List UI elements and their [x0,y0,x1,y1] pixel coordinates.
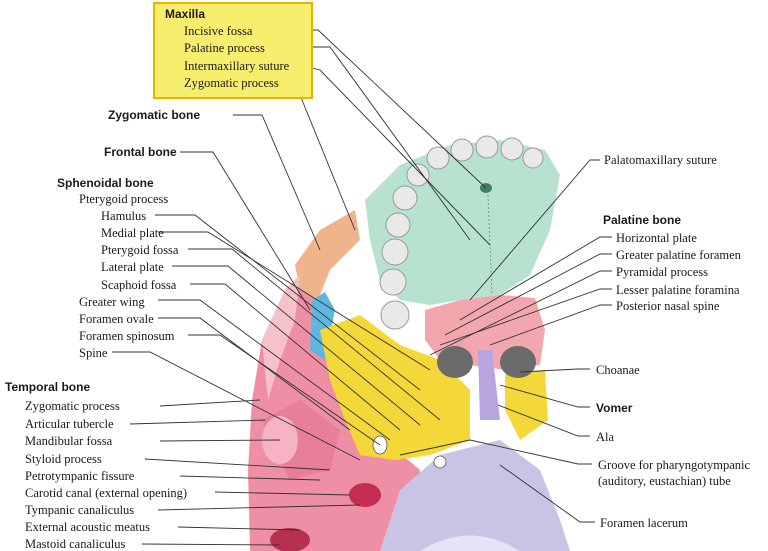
sphenoid-right [505,370,548,440]
leader-horizontal-plate [459,236,612,321]
label-palatomaxillary-suture: Palatomaxillary suture [604,153,717,167]
label-scaphoid-fossa: Scaphoid fossa [101,278,177,292]
label-foramen-ovale: Foramen ovale [79,312,154,326]
choana-right [500,346,536,378]
zygomatic-bone-shape [295,210,360,300]
temporal-bone-shape [248,275,430,551]
leader-posterior-nasal-spine [489,304,612,346]
leader-vomer [499,384,590,408]
label-foramen-lacerum: Foramen lacerum [600,516,688,530]
label-pterygoid-fossa: Pterygoid fossa [101,243,179,257]
label-hamulus: Hamulus [101,209,147,223]
maxilla-highlight-box [153,2,313,99]
label-medial-plate: Medial plate [101,226,164,240]
leader-styloid-process [144,458,331,471]
leader-pyramidal-process [429,270,612,356]
leader-carotid-canal [214,491,351,496]
leader-intermaxillary-suture [304,65,491,246]
leader-foramen-lacerum [499,464,595,523]
label-carotid-canal: Carotid canal (external opening) [25,486,188,500]
leader-zygomatic-process-temp [159,399,261,407]
leader-scaphoid-fossa [158,299,391,441]
frontal-bone-shape [262,275,300,400]
intermaxillary-suture-line [487,194,493,296]
leader-groove [399,439,592,465]
label-petrotympanic-fissure: Petrotympanic fissure [25,469,135,483]
choana-left [437,346,473,378]
leader-greater-palatine-foramen [444,253,612,336]
label-foramen-spinosum: Foramen spinosum [79,329,175,343]
label-groove-pharyngotympanic-2: (auditory, eustachian) tube [598,474,731,488]
leader-lateral-plate [190,283,401,431]
leader-pterygoid-process [155,214,421,391]
foramen-lacerum-shape [433,455,447,469]
label-lateral-plate: Lateral plate [101,260,164,274]
leader-greater-wing [158,317,351,431]
label-spine: Spine [79,346,108,360]
label-pterygoid-process: Pterygoid process [79,192,169,206]
label-zygomatic-process-temporal: Zygomatic process [25,399,120,413]
vomer-shape [478,350,500,420]
leader-tympanic-canaliculus [157,504,361,511]
label-mandibular-fossa: Mandibular fossa [25,434,113,448]
leader-choanae [519,368,590,373]
occipital-bone-shape [380,440,570,551]
foramen-magnum-edge [420,535,520,551]
leader-lesser-palatine-foramina [439,288,612,346]
carotid-canal-shape [349,483,381,507]
sphenoid-bone-shape [320,315,470,460]
leader-zygomatic-process-max [293,81,356,231]
label-incisive-fossa: Incisive fossa [184,24,253,38]
label-choanae: Choanae [596,363,640,377]
leader-hamulus [158,231,431,371]
group-zygomatic-bone: Zygomatic bone [108,108,201,122]
label-palatine-process: Palatine process [184,41,265,55]
acoustic-meatus-shape [270,528,310,551]
leader-pterygoid-fossa [172,265,421,426]
leader-mastoid-canaliculus [141,543,281,546]
group-temporal-bone: Temporal bone [5,380,91,394]
leader-petrotympanic-fissure [179,475,321,481]
leader-foramen-spinosum [112,351,361,461]
leader-palatomaxillary-suture [469,159,600,301]
label-styloid-process: Styloid process [25,452,102,466]
label-ala: Ala [596,430,615,444]
label-greater-wing: Greater wing [79,295,145,309]
label-mastoid-canaliculus: Mastoid canaliculus [25,537,126,551]
group-frontal-bone: Frontal bone [104,145,177,159]
leader-ala [497,404,590,437]
leader-medial-plate [188,248,441,421]
label-articular-tubercle: Articular tubercle [25,417,114,431]
group-sphenoidal-bone: Sphenoidal bone [57,176,154,190]
label-external-acoustic-meatus: External acoustic meatus [25,520,150,534]
label-posterior-nasal-spine: Posterior nasal spine [616,299,720,313]
group-palatine-bone: Palatine bone [603,213,682,227]
leader-mandibular-fossa [159,439,281,442]
leader-articular-tubercle [129,419,266,425]
label-zygomatic-process-maxilla: Zygomatic process [184,76,279,90]
teeth-row [379,135,544,330]
leader-foramen-ovale [188,334,381,446]
group-maxilla: Maxilla [165,7,206,21]
leader-frontal-bone [180,151,311,311]
label-greater-palatine-foramen: Greater palatine foramen [616,248,741,262]
label-horizontal-plate: Horizontal plate [616,231,697,245]
label-intermaxillary-suture: Intermaxillary suture [184,59,290,73]
label-tympanic-canaliculus: Tympanic canaliculus [25,503,135,517]
label-pyramidal-process: Pyramidal process [616,265,708,279]
leader-zygomatic-bone [233,114,321,251]
label-lesser-palatine-foramina: Lesser palatine foramina [616,283,740,297]
group-vomer: Vomer [596,401,633,415]
label-groove-pharyngotympanic: Groove for pharyngotympanic [598,458,751,472]
leader-external-acoustic-meatus [177,526,301,531]
